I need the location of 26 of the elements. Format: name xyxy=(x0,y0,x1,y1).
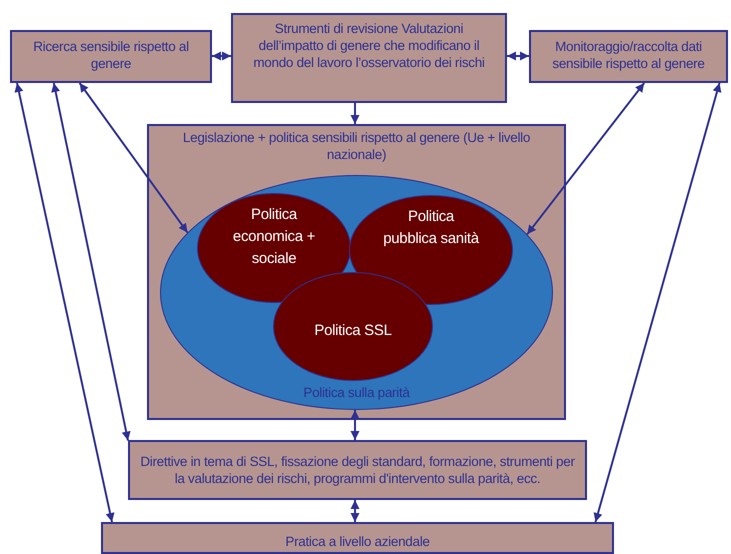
node-label: Direttive in tema di SSL, fissazione degli standard, formazione, strumenti per la valutazione dei rischi, programmi d'intervento sulla parità, ecc. xyxy=(139,453,576,487)
arrow xyxy=(350,500,360,522)
node-label: Pratica a livello aziendale xyxy=(284,533,431,550)
process-box xyxy=(231,13,507,103)
arrow xyxy=(526,82,645,235)
arrow xyxy=(507,52,529,60)
arrow xyxy=(78,82,188,234)
process-box xyxy=(10,30,212,83)
arrow xyxy=(350,410,360,440)
node-label: Politica sulla parità xyxy=(302,384,411,401)
arrow xyxy=(350,103,360,124)
arrow xyxy=(51,82,131,441)
policy-panel xyxy=(147,124,566,420)
node-label: Monitoraggio/raccolta dati sensibile rispetto al genere xyxy=(551,38,706,72)
arrow xyxy=(212,52,231,60)
process-box xyxy=(101,522,614,554)
node-label: Politica pubblica sanità xyxy=(382,207,480,249)
node-label: Politica economica + sociale xyxy=(232,205,316,269)
node-label: Strumenti di revisione Valutazioni dell’impatto di genere che modificano il mondo del lavoro l’osservatorio dei rischi xyxy=(252,20,486,71)
arrow xyxy=(14,82,114,522)
arrow xyxy=(594,82,722,522)
process-box xyxy=(128,440,587,500)
node-label: Ricerca sensibile rispetto al genere xyxy=(32,38,190,72)
node-label: Politica SSL xyxy=(313,321,393,341)
node-label: Legislazione + politica sensibili rispetto al genere (Ue + livello nazionale) xyxy=(182,129,532,163)
process-box xyxy=(529,30,728,83)
